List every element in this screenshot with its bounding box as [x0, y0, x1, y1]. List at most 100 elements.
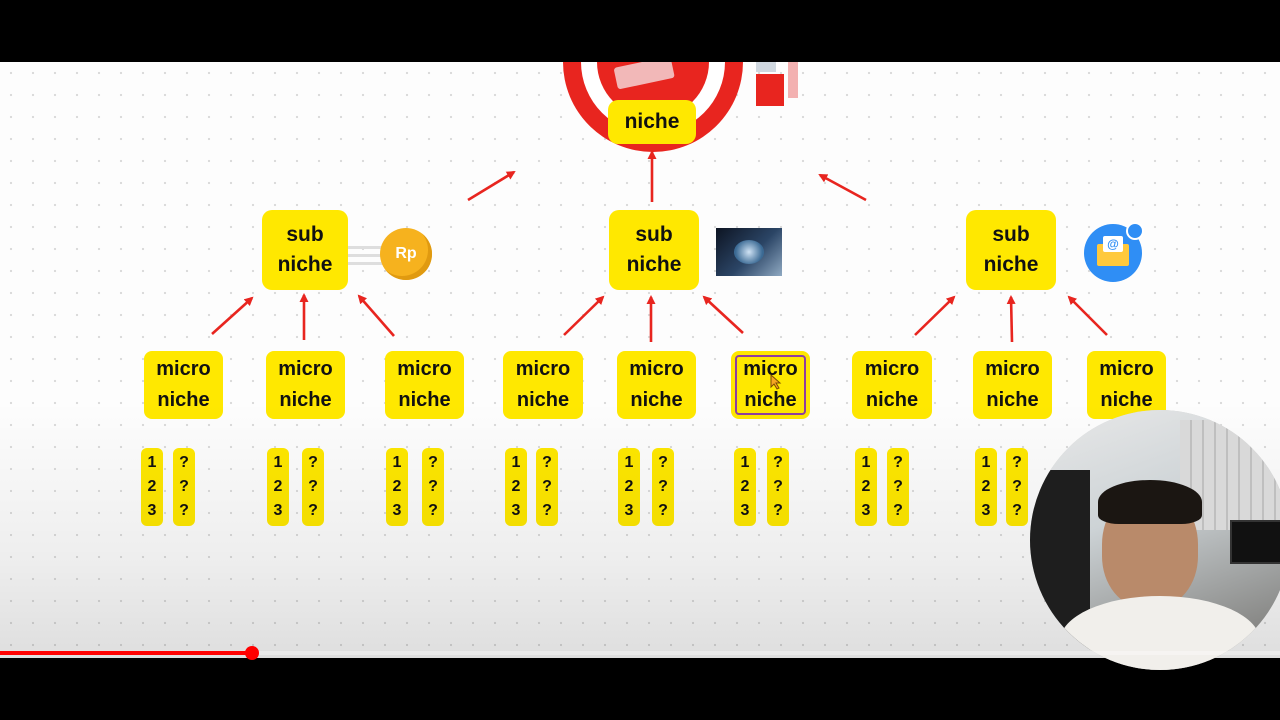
- micro-niche-node[interactable]: micro niche: [503, 351, 583, 419]
- number-item: 3: [273, 502, 283, 519]
- question-item: ?: [542, 502, 552, 519]
- number-item: 1: [392, 454, 402, 471]
- node-label-line2: niche: [398, 389, 451, 411]
- webcam-overlay: [1030, 410, 1280, 670]
- node-label-line2: niche: [516, 389, 570, 411]
- node-label-line1: micro: [1099, 358, 1154, 380]
- question-item: ?: [1012, 478, 1022, 495]
- micro-niche-node[interactable]: micro niche: [617, 351, 696, 419]
- email-notification-icon: @: [1084, 222, 1146, 284]
- question-item: ?: [893, 502, 903, 519]
- micro-niche-node[interactable]: micro niche: [973, 351, 1052, 419]
- video-progress-fill: [0, 651, 253, 655]
- sub-niche-node[interactable]: sub niche: [966, 210, 1056, 290]
- question-item: ?: [179, 454, 189, 471]
- micro-niche-node[interactable]: micro niche: [266, 351, 345, 419]
- question-item: ?: [893, 478, 903, 495]
- question-item: ?: [893, 454, 903, 471]
- question-item: ?: [542, 454, 552, 471]
- question-item: ?: [308, 454, 318, 471]
- number-item: 3: [740, 502, 750, 519]
- number-item: 3: [511, 502, 521, 519]
- node-label-line1: micro: [864, 358, 920, 380]
- number-item: 1: [981, 454, 991, 471]
- node-label-line2: niche: [986, 389, 1039, 411]
- arrow: [702, 295, 744, 334]
- number-item: 1: [624, 454, 634, 471]
- number-item: 2: [861, 478, 871, 495]
- node-label-line1: micro: [156, 358, 211, 380]
- question-item: ?: [428, 478, 438, 495]
- micro-niche-node[interactable]: micro niche: [144, 351, 223, 419]
- node-label-line1: sub: [992, 223, 1030, 246]
- rupiah-coin-icon: Rp: [348, 228, 438, 280]
- question-item: ?: [658, 502, 668, 519]
- arrow: [1006, 295, 1016, 343]
- number-item: 3: [981, 502, 991, 519]
- sub-niche-node[interactable]: sub niche: [262, 210, 348, 290]
- node-label-line2: niche: [865, 389, 919, 411]
- question-item: ?: [308, 502, 318, 519]
- node-label-line1: micro: [743, 358, 798, 380]
- node-label-line2: niche: [744, 389, 797, 411]
- node-label-line1: micro: [397, 358, 452, 380]
- arrow: [211, 296, 254, 335]
- question-column[interactable]: ???: [536, 448, 558, 526]
- question-item: ?: [773, 454, 783, 471]
- question-column[interactable]: ???: [652, 448, 674, 526]
- question-item: ?: [773, 478, 783, 495]
- question-column[interactable]: ???: [767, 448, 789, 526]
- question-item: ?: [1012, 454, 1022, 471]
- number-item: 2: [981, 478, 991, 495]
- question-column[interactable]: ???: [302, 448, 324, 526]
- video-scrubber-handle[interactable]: [245, 646, 260, 660]
- question-column[interactable]: ???: [422, 448, 444, 526]
- number-column[interactable]: 1 2 3: [855, 448, 877, 526]
- niche-node[interactable]: niche: [608, 100, 696, 144]
- arrow: [563, 295, 605, 336]
- number-column[interactable]: 1 2 3: [386, 448, 408, 526]
- node-label-line2: niche: [277, 253, 333, 276]
- question-item: ?: [658, 454, 668, 471]
- question-item: ?: [658, 478, 668, 495]
- mouse-cursor-icon: [770, 374, 782, 390]
- number-item: 2: [392, 478, 402, 495]
- number-item: 2: [624, 478, 634, 495]
- node-label-line2: niche: [157, 389, 210, 411]
- question-item: ?: [542, 478, 552, 495]
- number-item: 1: [147, 454, 157, 471]
- number-item: 3: [861, 502, 871, 519]
- node-label-line1: micro: [278, 358, 333, 380]
- arrow: [357, 294, 395, 337]
- number-item: 2: [147, 478, 157, 495]
- node-label-line1: sub: [286, 223, 324, 246]
- micro-niche-node[interactable]: micro niche: [1087, 351, 1166, 419]
- question-item: ?: [428, 454, 438, 471]
- question-column[interactable]: ???: [1006, 448, 1028, 526]
- node-label-line1: micro: [985, 358, 1040, 380]
- number-column[interactable]: 1 2 3: [618, 448, 640, 526]
- question-column[interactable]: ???: [173, 448, 195, 526]
- niche-node-label: niche: [624, 110, 680, 133]
- node-label-line2: niche: [1100, 389, 1153, 411]
- node-label-line2: niche: [983, 253, 1039, 276]
- number-item: 1: [861, 454, 871, 471]
- number-item: 3: [392, 502, 402, 519]
- person-shopping-icon: [756, 62, 798, 106]
- question-item: ?: [179, 478, 189, 495]
- number-item: 1: [740, 454, 750, 471]
- video-progress-bar[interactable]: [0, 646, 1280, 660]
- question-column[interactable]: ???: [887, 448, 909, 526]
- node-label-line2: niche: [279, 389, 332, 411]
- number-item: 3: [624, 502, 634, 519]
- number-column[interactable]: 1 2 3: [975, 448, 997, 526]
- micro-niche-node[interactable]: micro niche: [385, 351, 464, 419]
- node-label-line1: micro: [515, 358, 571, 380]
- number-item: 1: [511, 454, 521, 471]
- sub-niche-node[interactable]: sub niche: [609, 210, 699, 290]
- micro-niche-node[interactable]: micro niche: [852, 351, 932, 419]
